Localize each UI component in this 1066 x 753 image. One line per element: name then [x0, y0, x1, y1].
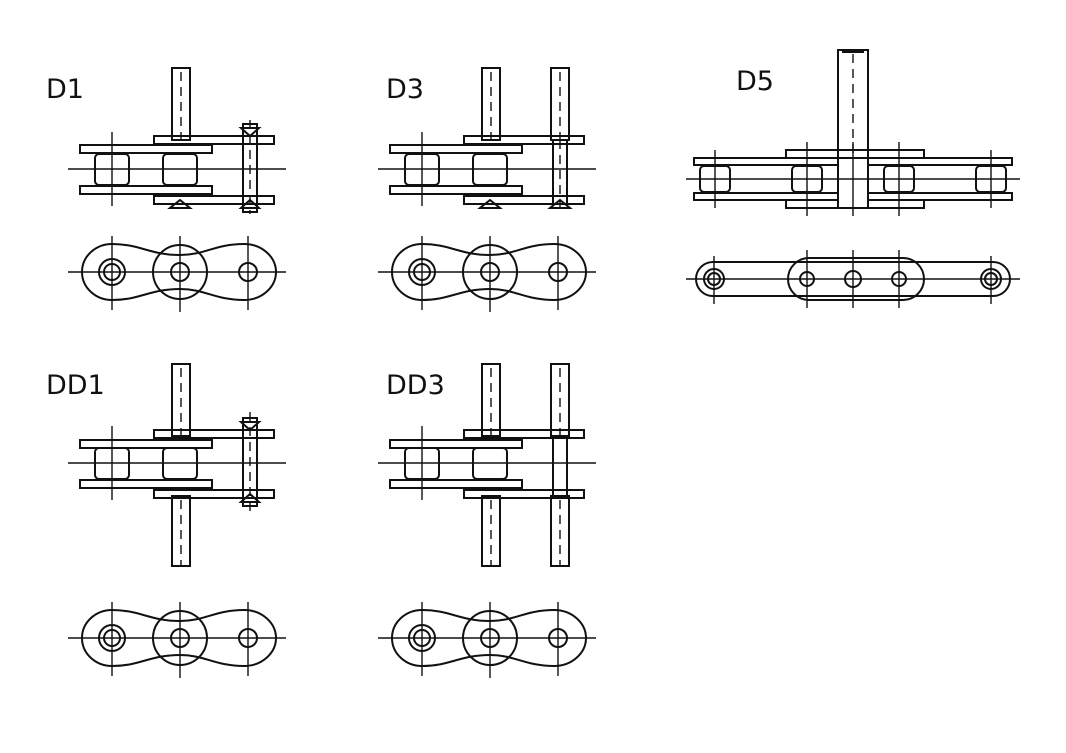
- diagram-dd1: DD1: [46, 363, 286, 678]
- diagram-d3: D3: [378, 67, 596, 312]
- dd3-top-view: [378, 363, 596, 567]
- diagram-d1: D1: [46, 67, 286, 312]
- dd1-top-view: [68, 363, 286, 567]
- d1-side-view: [68, 236, 286, 312]
- diagram-dd3: DD3: [378, 363, 596, 678]
- diagram-label-dd3: DD3: [386, 370, 445, 401]
- diagram-label-d5: D5: [736, 66, 774, 97]
- d3-top-view: [378, 67, 596, 214]
- dd3-side-view: [378, 602, 596, 678]
- d1-top-view: [68, 67, 286, 214]
- diagram-label-d1: D1: [46, 74, 84, 105]
- d3-side-view: [378, 236, 596, 312]
- dd1-side-view: [68, 602, 286, 678]
- diagram-d5: D5: [686, 49, 1020, 308]
- diagram-label-dd1: DD1: [46, 370, 105, 401]
- diagram-label-d3: D3: [386, 74, 424, 105]
- d5-side-view: [686, 250, 1020, 308]
- d5-top-view: [686, 49, 1020, 216]
